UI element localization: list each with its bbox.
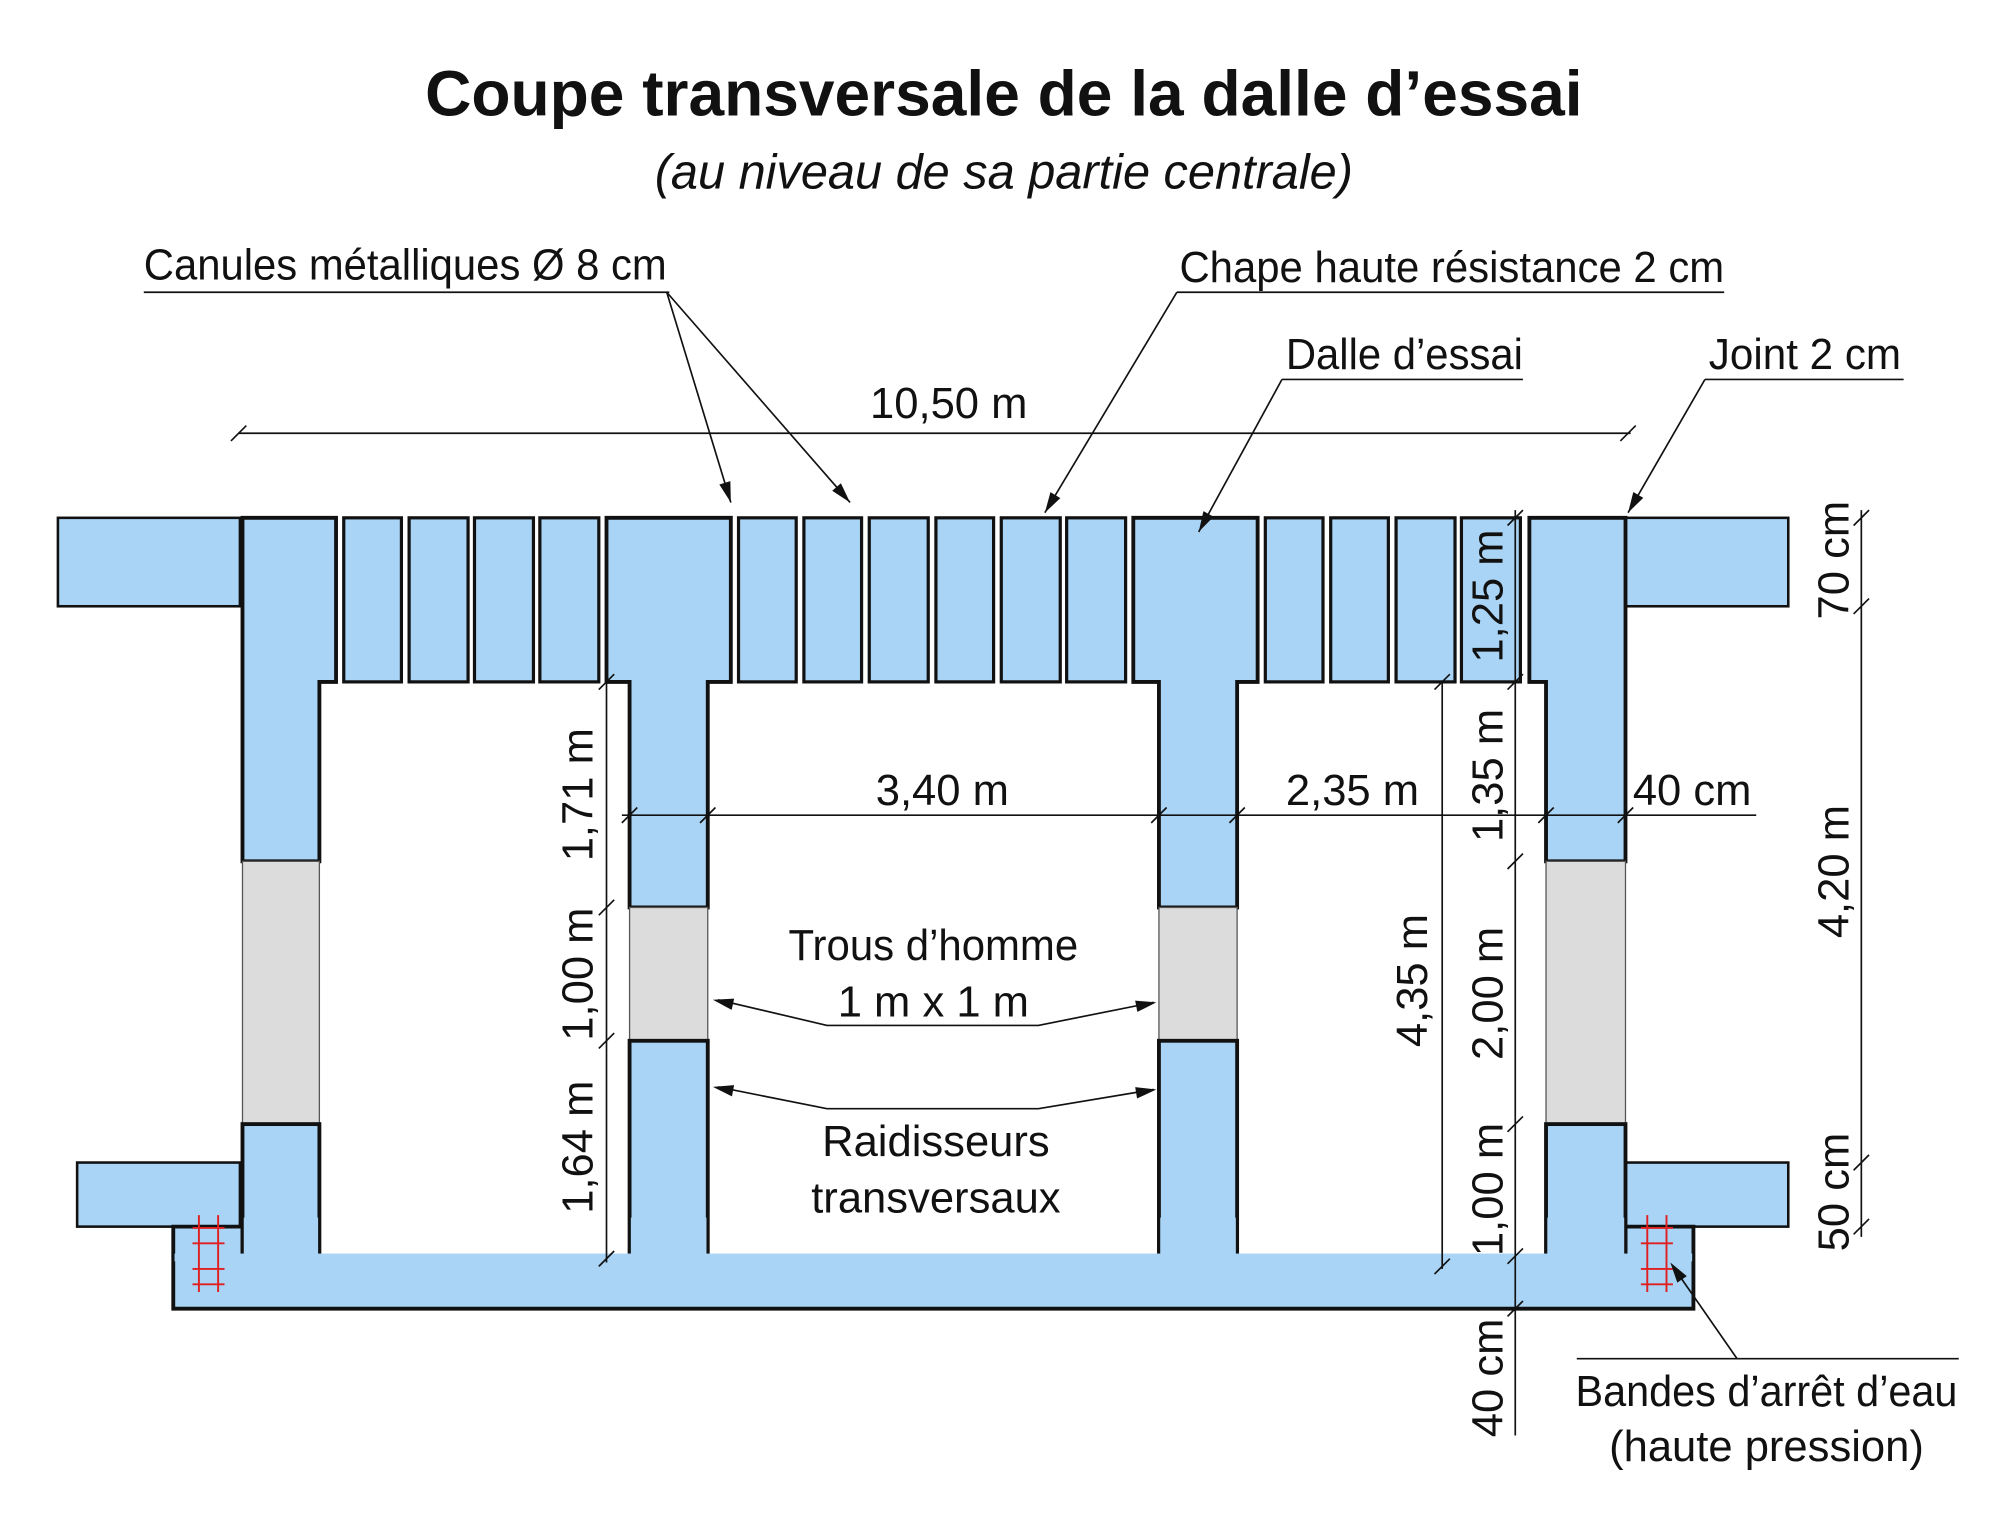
dimension-tick: [1617, 806, 1634, 824]
label-joint: Joint 2 cm: [1709, 331, 1901, 379]
dim-bay-width: 3,40 m: [876, 767, 1009, 815]
dimension-tick: [230, 424, 247, 442]
dim-manhole-height: 1,00 m: [554, 908, 602, 1041]
arrowhead: [1628, 492, 1644, 513]
dimension-tick: [1506, 1115, 1524, 1133]
manhole-2: [1158, 906, 1238, 1042]
dim-side-bay-width: 2,35 m: [1286, 767, 1419, 815]
dimension-tick: [1853, 1154, 1870, 1171]
slab-segment: [736, 516, 798, 684]
slab-segment: [342, 516, 404, 684]
waterstop-left: [192, 1215, 225, 1293]
slab-segment: [802, 516, 864, 684]
dim-wall-upper: 1,35 m: [1464, 709, 1512, 842]
arrowhead: [1044, 492, 1061, 513]
left-wall-opening: [241, 860, 321, 1125]
dim-total-width: 10,50 m: [870, 380, 1027, 428]
dim-wall-lower: 1,00 m: [1464, 1123, 1512, 1256]
dimension-tick: [1433, 673, 1451, 691]
slab-segment: [1459, 516, 1522, 684]
dimension-tick: [1506, 673, 1524, 691]
dim-base-thickness: 40 cm: [1464, 1319, 1512, 1438]
stiffener-2-upper: [1131, 515, 1260, 910]
dimension-tick: [1506, 509, 1524, 527]
arrowhead: [712, 1085, 735, 1097]
dimension-tick: [1853, 509, 1870, 527]
slab-segments: [342, 516, 1522, 684]
slab-segment: [934, 516, 996, 684]
outer-slab-top-right: [1624, 516, 1790, 608]
outer-slab-top-left: [56, 516, 242, 608]
dim-slab-depth: 1,25 m: [1464, 529, 1512, 662]
dimension-tick: [598, 899, 615, 916]
dim-outer-height: 4,20 m: [1811, 805, 1859, 938]
dimension-tick: [1506, 1247, 1524, 1265]
label-trous-2: 1 m x 1 m: [838, 978, 1029, 1026]
dim-bottom-outer: 50 cm: [1811, 1133, 1859, 1252]
dimensions: 10,50 m 3,40 m 2,35 m 40 cm 1,71 m 1,00 m…: [230, 380, 1870, 1438]
slab-segment: [1065, 516, 1128, 684]
drawing-subtitle: (au niveau de sa partie centrale): [655, 145, 1353, 199]
slab-segment: [538, 516, 601, 684]
label-raid-2: transversaux: [811, 1175, 1061, 1223]
drawing-title: Coupe transversale de la dalle d’essai: [425, 57, 1583, 129]
label-chape: Chape haute résistance 2 cm: [1179, 244, 1724, 292]
dimension-tick: [1506, 853, 1524, 870]
manhole-1: [628, 906, 709, 1042]
slab-segment: [1329, 516, 1390, 684]
outer-slab-bottom-right: [1624, 1161, 1790, 1228]
dimension-tick: [699, 806, 717, 824]
stiffener-1-upper: [604, 515, 733, 910]
waterstop-right: [1640, 1215, 1673, 1293]
dimension-tick: [1150, 806, 1168, 824]
dimension-tick: [1433, 1258, 1451, 1275]
left-wall-upper: [240, 515, 338, 864]
arrowhead: [1135, 1000, 1157, 1012]
callouts: Canules métalliques Ø 8 cm Chape haute r…: [143, 241, 1959, 1471]
dimension-tick: [1853, 1218, 1870, 1235]
label-bandes-1: Bandes d’arrêt d’eau: [1576, 1368, 1958, 1416]
slab-segment: [999, 516, 1062, 684]
label-trous-1: Trous d’homme: [789, 922, 1079, 970]
slab-segment: [1263, 516, 1325, 684]
dimension-tick: [1228, 806, 1246, 824]
dim-lower-stiffener: 1,64 m: [554, 1081, 602, 1214]
dimension-tick: [1506, 1300, 1524, 1317]
dimension-tick: [1619, 424, 1637, 442]
outer-slab-bottom-left: [75, 1161, 242, 1228]
slab-segment: [472, 516, 536, 684]
dim-upper-stiffener: 1,71 m: [554, 728, 602, 861]
label-dalle: Dalle d’essai: [1286, 331, 1523, 379]
dimension-tick: [621, 806, 638, 824]
right-wall-upper: [1527, 515, 1628, 864]
dim-inner-height: 4,35 m: [1389, 914, 1437, 1047]
dimension-tick: [598, 1032, 615, 1050]
dimension-tick: [1853, 597, 1870, 615]
label-bandes-2: (haute pression): [1609, 1423, 1924, 1471]
dim-wall-opening: 2,00 m: [1464, 927, 1512, 1060]
arrowhead: [712, 998, 735, 1010]
right-wall-opening: [1545, 860, 1627, 1125]
arrowhead: [719, 481, 731, 503]
dim-top-outer: 70 cm: [1811, 501, 1859, 620]
slab-segment: [407, 516, 470, 684]
dimension-tick: [598, 673, 615, 691]
slab-segment: [1394, 516, 1457, 684]
structure: [56, 515, 1790, 1311]
dimension-tick: [1537, 806, 1555, 824]
dimension-tick: [598, 1250, 615, 1267]
label-canules: Canules métalliques Ø 8 cm: [144, 241, 667, 289]
arrowhead: [1670, 1262, 1687, 1283]
dim-wall-thickness: 40 cm: [1633, 767, 1752, 815]
arrowhead: [1198, 511, 1214, 532]
slab-segment: [867, 516, 930, 684]
label-raid-1: Raidisseurs: [822, 1118, 1050, 1166]
arrowhead: [1135, 1087, 1157, 1099]
arrowhead: [832, 483, 851, 503]
